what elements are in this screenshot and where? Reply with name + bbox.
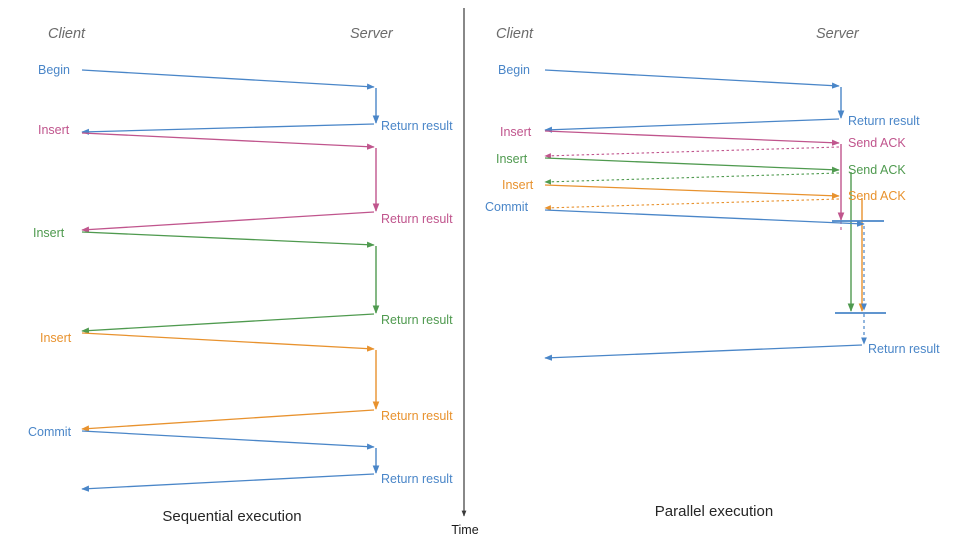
msg-insert3-request — [544, 184, 840, 199]
time-axis-layer: Time — [451, 8, 479, 537]
msg-label-insert3-request: Insert — [502, 178, 534, 192]
time-axis-label: Time — [451, 523, 478, 537]
msg-label-insert1-return: Return result — [381, 212, 453, 226]
msg-begin-request — [81, 69, 375, 90]
msg-label-insert3-request: Insert — [40, 331, 72, 345]
msg-label-insert3-return: Return result — [381, 409, 453, 423]
lane-title-client: Client — [48, 26, 86, 42]
msg-label-commit-request: Commit — [485, 200, 529, 214]
msg-label-commit-return: Return result — [868, 342, 940, 356]
msg-commit-return — [81, 473, 375, 492]
msg-insert2-return — [81, 313, 375, 334]
msg-label-insert2-return: Return result — [381, 313, 453, 327]
msg-insert2-request — [544, 157, 840, 173]
msg-label-insert2-request: Insert — [33, 226, 65, 240]
msg-commit-request — [544, 209, 865, 227]
msg-label-insert1-request: Insert — [38, 123, 70, 137]
lane-title-server: Server — [816, 26, 860, 42]
msg-commit-return — [544, 344, 863, 361]
msg-begin-return — [81, 123, 375, 135]
panel-caption-sequential: Sequential execution — [162, 508, 301, 525]
msg-insert3-request — [81, 332, 375, 352]
msg-label-begin-request: Begin — [498, 63, 530, 77]
msg-label-begin-return: Return result — [381, 119, 453, 133]
msg-label-insert3-ack: Send ACK — [848, 189, 906, 203]
msg-insert3-ack — [544, 198, 840, 211]
msg-label-commit-request: Commit — [28, 425, 72, 439]
msg-label-insert1-ack: Send ACK — [848, 136, 906, 150]
msg-insert2-ack — [544, 172, 840, 185]
lane-title-client: Client — [496, 26, 534, 42]
msg-insert3-return — [81, 409, 375, 432]
msg-insert1-request — [81, 132, 375, 150]
msg-label-commit-return: Return result — [381, 472, 453, 486]
msg-insert2-request — [81, 231, 375, 248]
msg-begin-return — [544, 118, 840, 133]
msg-insert1-return — [81, 211, 375, 233]
msg-label-insert1-request: Insert — [500, 125, 532, 139]
msg-label-insert2-ack: Send ACK — [848, 163, 906, 177]
msg-insert1-ack — [544, 146, 840, 159]
msg-begin-request — [544, 69, 840, 89]
panel-caption-parallel: Parallel execution — [655, 503, 773, 520]
msg-label-begin-request: Begin — [38, 63, 70, 77]
msg-label-insert2-request: Insert — [496, 152, 528, 166]
msg-label-begin-return: Return result — [848, 114, 920, 128]
lane-title-server: Server — [350, 26, 394, 42]
msg-insert1-request — [544, 130, 840, 146]
msg-commit-request — [81, 430, 375, 450]
